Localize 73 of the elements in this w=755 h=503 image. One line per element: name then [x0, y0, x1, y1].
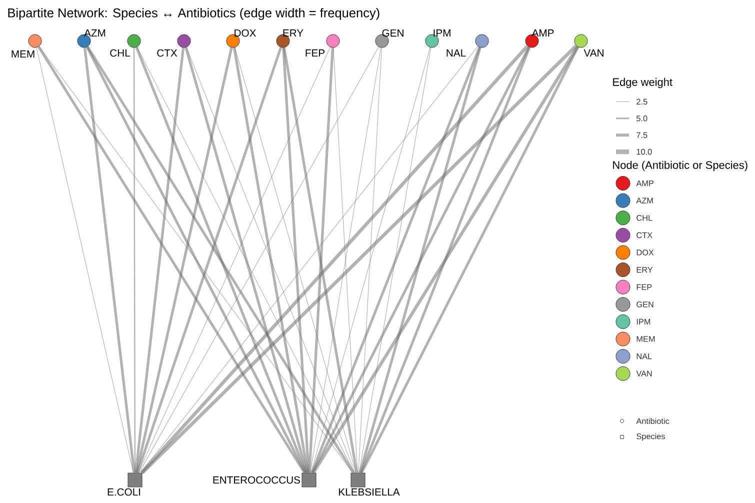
node-label: DOX	[234, 29, 256, 37]
edge-line	[310, 46, 481, 474]
legend-label: AMP	[636, 180, 654, 186]
edge-line	[37, 46, 306, 474]
edge-line	[86, 46, 355, 474]
edge-line	[135, 47, 233, 473]
edge-line	[84, 48, 136, 473]
legend-label: 10.0	[636, 148, 652, 155]
legend-label: NAL	[636, 353, 652, 360]
square-node: ENTEROCOCCUS	[213, 472, 316, 488]
edge-line	[360, 46, 580, 474]
node-label: ENTEROCOCCUS	[213, 476, 300, 484]
edge-line	[134, 48, 185, 473]
legend-label: ERY	[636, 266, 653, 273]
edge-line	[333, 47, 358, 473]
legend-label: 5.0	[636, 116, 648, 122]
legend-title: Edge weight	[613, 78, 672, 88]
chart-title: Bipartite Network: Species ↔ Antibiotics (edge width = frequency)	[8, 8, 380, 20]
edge-line	[282, 47, 358, 473]
node-label: E.COLI	[108, 488, 140, 496]
legend-label: GEN	[636, 302, 654, 308]
edge-line	[310, 47, 382, 473]
circle-node: DOX	[226, 29, 256, 48]
legend-label: CTX	[636, 232, 652, 238]
circle-node: CHL	[110, 34, 141, 57]
node-label: AZM	[84, 29, 106, 37]
legend-label: IPM	[636, 318, 650, 324]
legend-label: 2.5	[636, 98, 648, 105]
node-label: GEN	[382, 29, 404, 37]
edge-line	[308, 48, 334, 473]
circle-node: AZM	[77, 29, 106, 48]
node-label: VAN	[584, 49, 604, 57]
circle-node: CTX	[157, 34, 191, 57]
node-label: NAL	[446, 49, 466, 57]
legend-label: FEP	[636, 284, 652, 290]
legend-label: CHL	[636, 215, 652, 221]
legend-label: Species	[636, 433, 665, 441]
edge-line	[360, 46, 531, 474]
edge-line	[184, 47, 308, 474]
legend-label: VAN	[636, 370, 652, 376]
legend-label: AZM	[636, 198, 653, 204]
node-label: FEP	[306, 49, 325, 57]
legend-label: Antibiotic	[636, 418, 670, 424]
circle-node: GEN	[375, 29, 404, 48]
edge-line	[282, 48, 310, 473]
edge-line	[312, 46, 579, 474]
edge-line	[86, 46, 306, 474]
edge-line	[358, 47, 382, 473]
legend-label: MEM	[636, 336, 655, 342]
edge-line	[232, 47, 310, 473]
node-label: MEM	[12, 50, 34, 58]
edge-line	[358, 47, 482, 474]
circle-node: AMP	[525, 29, 554, 48]
node-label: KLEBSIELLA	[339, 488, 400, 496]
circle-node: VAN	[574, 34, 604, 57]
circle-node: IPM	[425, 29, 450, 48]
legend-label: DOX	[636, 250, 654, 256]
node-label: CHL	[110, 49, 130, 57]
legend-title: Node (Antibiotic or Species)	[613, 160, 748, 172]
node-label: ERY	[283, 29, 304, 37]
circle-node: FEP	[306, 34, 340, 57]
square-node: E.COLI	[108, 472, 142, 496]
circle-node: MEM	[12, 34, 42, 58]
edge-line	[312, 46, 530, 474]
square-node: KLEBSIELLA	[339, 472, 400, 496]
edge-line	[136, 46, 282, 474]
legend-label: 7.5	[636, 132, 648, 138]
edge-line	[133, 48, 136, 473]
node-label: AMP	[532, 29, 554, 37]
edge-line	[186, 46, 356, 473]
node-label: IPM	[434, 29, 450, 37]
circle-node: ERY	[276, 29, 304, 48]
node-label: CTX	[157, 49, 178, 57]
